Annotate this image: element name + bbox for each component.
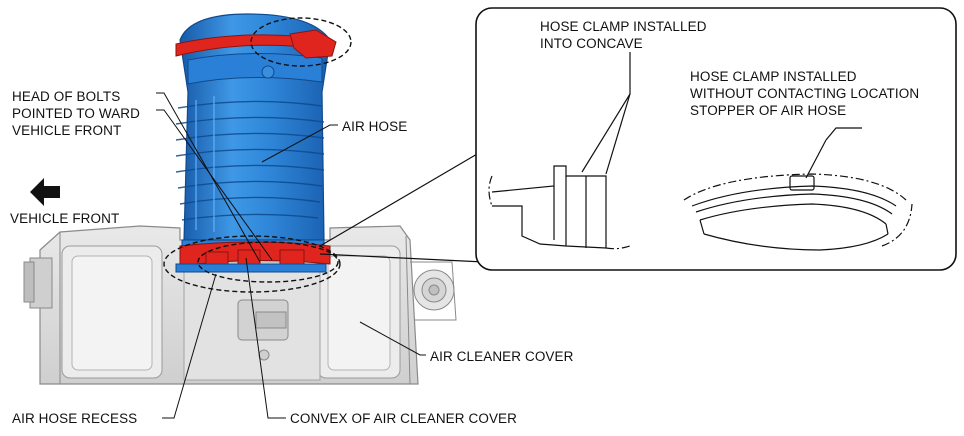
head-of-bolts-label: HEAD OF BOLTS POINTED TO WARD VEHICLE FR…	[12, 89, 141, 138]
inner-clamp-ellipse	[197, 241, 339, 283]
leader-head-of-bolts-2	[156, 109, 273, 261]
air-hose-recess-label: AIR HOSE RECESS	[12, 411, 138, 426]
concave-detail	[488, 52, 631, 250]
leader-lines	[156, 92, 426, 419]
vehicle-front-label: VEHICLE FRONT	[10, 211, 120, 226]
clamp-without-contact-label: HOSE CLAMP INSTALLED WITHOUT CONTACTING …	[690, 69, 920, 118]
convex-of-air-cleaner-cover-label: CONVEX OF AIR CLEANER COVER	[290, 411, 517, 426]
stopper-detail	[683, 127, 913, 251]
clamp-into-concave-label: HOSE CLAMP INSTALLED INTO CONCAVE	[540, 19, 707, 51]
bottom-clamp-ellipse	[163, 235, 341, 293]
air-hose-label: AIR HOSE	[342, 119, 408, 134]
top-clamp-ellipse	[250, 17, 352, 67]
leader-head-of-bolts-1	[156, 92, 261, 263]
detail-box	[475, 7, 957, 271]
leader-air-cleaner-cover	[359, 321, 426, 356]
leader-convex	[245, 257, 286, 419]
arrow-left-icon	[30, 178, 60, 206]
leader-air-hose	[261, 124, 338, 163]
highlight-ellipses	[163, 17, 352, 293]
detail-connector	[319, 149, 485, 263]
air-cleaner-cover-label: AIR CLEANER COVER	[430, 349, 574, 364]
leader-air-hose-recess	[162, 273, 217, 419]
